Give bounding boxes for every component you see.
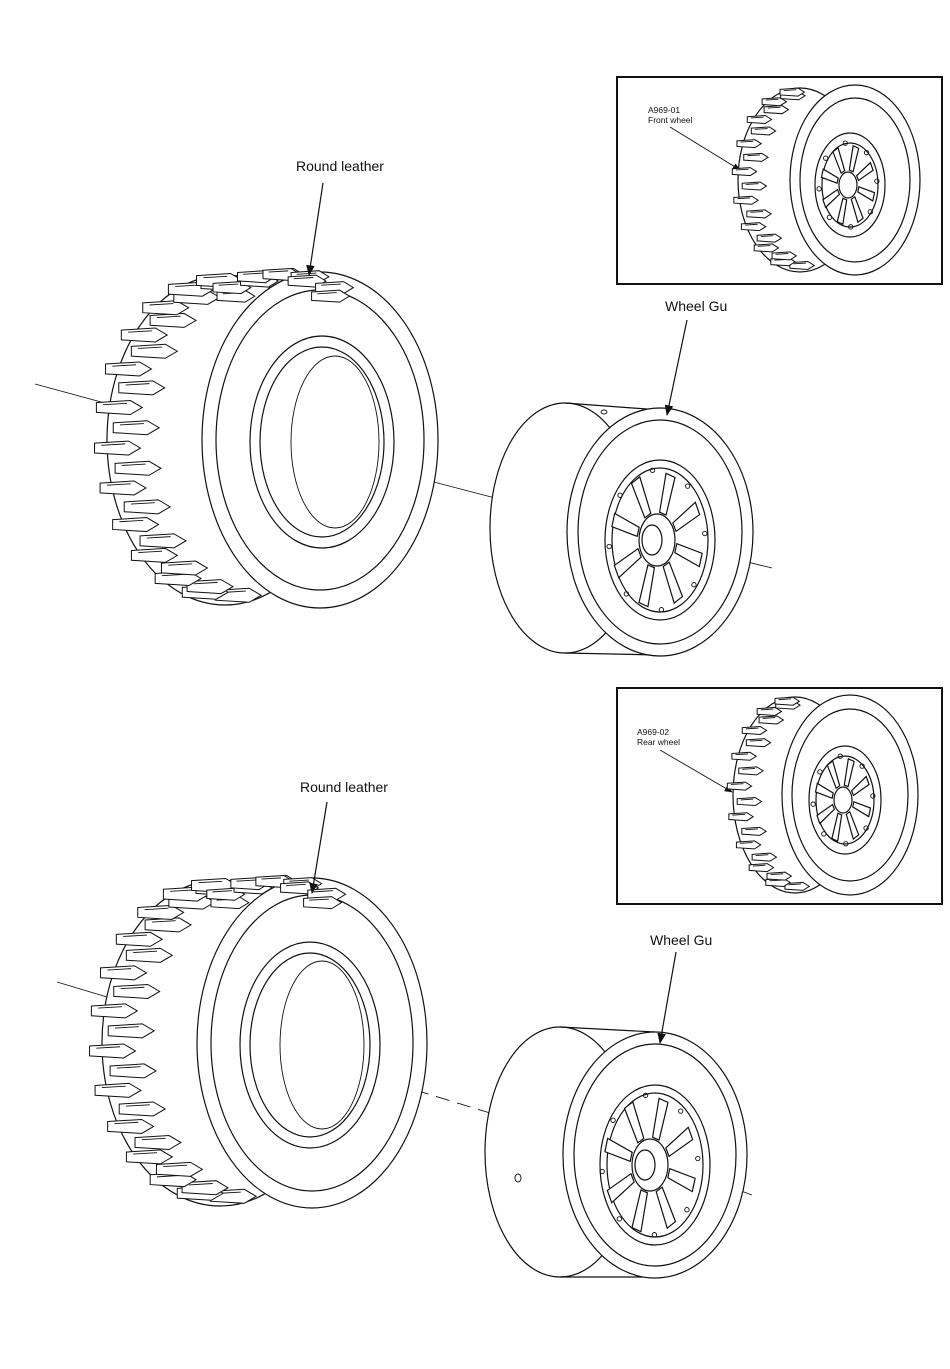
- rear-tire-label: Round leather: [300, 779, 388, 795]
- rear-rim-label: Wheel Gu: [650, 932, 712, 948]
- tread-lug: [739, 767, 763, 775]
- tread-lug: [737, 798, 761, 806]
- tread-lug: [767, 872, 791, 880]
- tread-lug: [780, 88, 804, 96]
- tread-lug: [727, 782, 751, 790]
- front-tire-leader: [309, 183, 323, 275]
- tread-lug: [732, 752, 756, 760]
- front-inset-part-name: Front wheel: [648, 115, 693, 125]
- tread-lug: [747, 210, 771, 218]
- tread-lug: [742, 182, 766, 190]
- tread-lug: [757, 234, 781, 242]
- rear-wheel-inset: A969-02 Rear wheel: [617, 688, 942, 904]
- tread-lug: [772, 252, 796, 260]
- tread-lug: [764, 106, 788, 114]
- tread-lug: [749, 864, 773, 872]
- rear-inset-wheel: [727, 695, 918, 895]
- tread-lug: [752, 853, 776, 861]
- tread-lug: [742, 827, 766, 835]
- tread-lug: [757, 707, 781, 715]
- front-tire: [95, 268, 438, 608]
- front-wheel-inset: A969-01 Front wheel: [617, 77, 942, 284]
- rear-rim-leader: [660, 952, 676, 1043]
- tread-lug: [741, 223, 765, 231]
- tread-lug: [734, 196, 758, 204]
- rear-rim: [485, 1027, 747, 1278]
- tread-lug: [775, 697, 799, 705]
- front-rim: [490, 403, 753, 656]
- tread-lug: [759, 716, 783, 724]
- front-rim-leader: [667, 320, 687, 415]
- tread-lug: [742, 726, 766, 734]
- tread-lug: [737, 140, 761, 148]
- tread-lug: [754, 244, 778, 252]
- front-rim-label: Wheel Gu: [665, 298, 727, 314]
- tread-lug: [736, 841, 760, 849]
- front-wheel-assembly: Round leather Wheel Gu A969-01 Front whe…: [35, 77, 942, 656]
- tread-lug: [729, 813, 753, 821]
- front-inset-wheel: [732, 85, 920, 275]
- tread-lug: [744, 153, 768, 161]
- rear-inset-part-name: Rear wheel: [637, 737, 680, 747]
- front-tire-label: Round leather: [296, 158, 384, 174]
- tread-lug: [751, 127, 775, 135]
- tread-lug: [747, 116, 771, 124]
- rear-wheel-assembly: Round leather Wheel Gu A969-02 Rear whee…: [57, 688, 942, 1278]
- front-inset-part-number: A969-01: [648, 105, 680, 115]
- tread-lug: [746, 739, 770, 747]
- tread-lug: [732, 168, 756, 176]
- rear-tire: [90, 875, 427, 1208]
- rear-inset-part-number: A969-02: [637, 727, 669, 737]
